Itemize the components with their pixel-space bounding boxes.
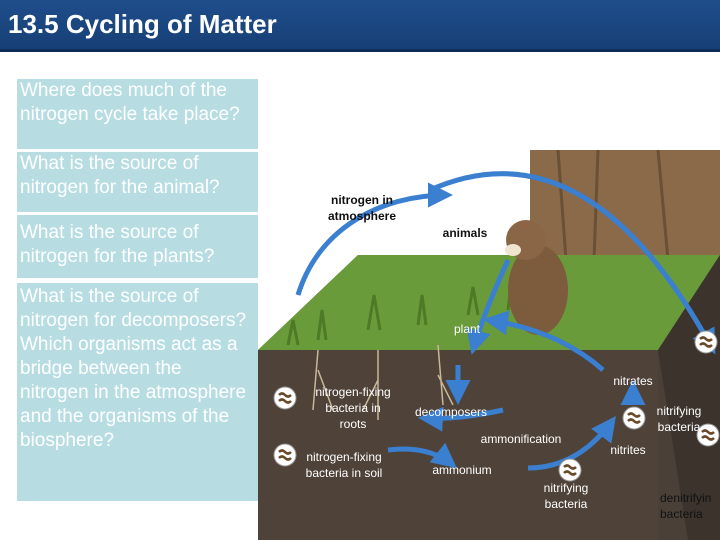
label-nitrogen-fixing-roots: nitrogen-fixing bacteria in roots <box>305 384 401 432</box>
label-decomposers: decomposers <box>408 404 494 420</box>
label-nitrifying-bacteria-1: nitrifying bacteria <box>650 403 708 435</box>
label-animals: animals <box>440 225 490 241</box>
label-plant: plant <box>451 321 483 337</box>
label-nitrogen-atmosphere: nitrogen in atmosphere <box>316 192 408 224</box>
squirrel <box>508 245 568 335</box>
squirrel-food <box>505 244 521 256</box>
question-animal-nitrogen-source: What is the source of nitrogen for the a… <box>17 152 258 212</box>
label-nitrates: nitrates <box>608 373 658 389</box>
label-nitrogen-fixing-soil: nitrogen-fixing bacteria in soil <box>296 449 392 481</box>
label-ammonium: ammonium <box>430 462 494 478</box>
label-nitrites: nitrites <box>606 442 650 458</box>
bacteria-icon <box>623 407 645 429</box>
question-decomposer-nitrogen-source: What is the source of nitrogen for decom… <box>17 283 258 501</box>
bacteria-icon <box>274 444 296 466</box>
label-denitrifying-bacteria: denitrifyin bacteria <box>660 490 720 522</box>
page-title: 13.5 Cycling of Matter <box>8 9 277 40</box>
question-nitrogen-cycle-location: Where does much of the nitrogen cycle ta… <box>17 79 258 149</box>
label-nitrifying-bacteria-2: nitrifying bacteria <box>534 480 598 512</box>
title-bar: 13.5 Cycling of Matter <box>0 0 720 52</box>
divider <box>17 212 258 214</box>
nitrogen-cycle-diagram: nitrogen in atmosphere animals plant nit… <box>258 150 720 540</box>
bacteria-icon <box>695 331 717 353</box>
label-ammonification: ammonification <box>471 431 571 447</box>
divider <box>17 149 258 151</box>
bacteria-icon <box>274 387 296 409</box>
question-plant-nitrogen-source: What is the source of nitrogen for the p… <box>17 215 258 278</box>
bacteria-icon <box>559 459 581 481</box>
